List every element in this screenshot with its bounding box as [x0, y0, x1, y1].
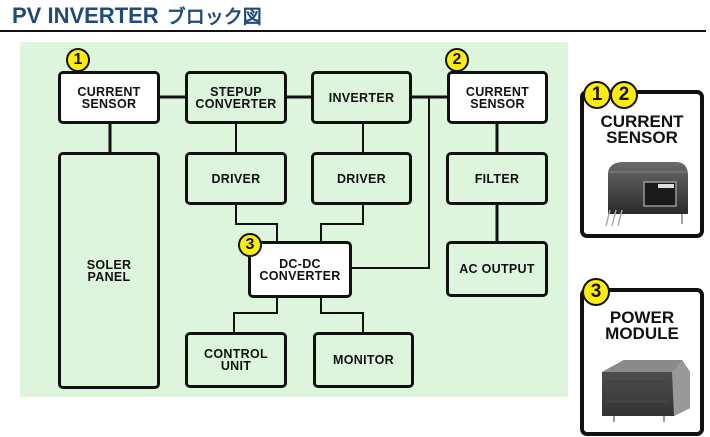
wire-dcdc-monitor	[320, 296, 364, 333]
block-label-line2: SENSOR	[81, 96, 137, 111]
wire-driver1-dcdc	[235, 203, 278, 242]
block-inverter: INVERTER	[311, 71, 412, 124]
block-label-line1: DC-DC	[279, 256, 321, 271]
wire-cs2-dcdc	[350, 97, 430, 269]
block-label-line1: FILTER	[474, 171, 520, 186]
badge-2: 2	[445, 48, 469, 72]
block-label-line1: DRIVER	[336, 171, 387, 186]
block-label-line2: UNIT	[220, 359, 252, 373]
block-label-line2: SENSOR	[470, 96, 525, 111]
title-text: PV INVERTER	[12, 3, 159, 28]
title-subtitle-jp: ブロック図	[166, 6, 262, 28]
wire-driver2-dcdc	[320, 203, 364, 242]
card-badge-1: 1	[583, 81, 611, 109]
card-current-sensor: CURRENT SENSOR	[580, 90, 704, 238]
card-title-line1: POWER	[609, 308, 675, 327]
block-label-line1: MONITOR	[333, 353, 394, 367]
page-title: PV INVERTER ブロック図	[12, 2, 262, 29]
card-badge-2: 2	[610, 81, 638, 109]
block-label-line1: DRIVER	[211, 171, 261, 186]
block-driver-1: DRIVER	[185, 152, 287, 205]
card-title-line2: SENSOR	[606, 128, 678, 147]
block-label-line1: SOLER	[86, 257, 132, 272]
block-label-line1: INVERTER	[328, 90, 395, 105]
block-label-line1: CONTROL	[204, 347, 268, 361]
block-label-line2: CONVERTER	[195, 96, 277, 111]
power-module-photo	[602, 360, 690, 422]
badge-1: 1	[66, 48, 90, 72]
block-label-line1: CURRENT	[77, 84, 141, 99]
block-label-line1: CURRENT	[465, 84, 530, 99]
card-title-line1: CURRENT	[600, 112, 684, 131]
block-label-line2: PANEL	[87, 269, 131, 284]
block-ac-output: AC OUTPUT	[446, 241, 548, 297]
block-label-line2: CONVERTER	[259, 268, 341, 283]
card-title-line2: MODULE	[605, 324, 679, 343]
block-filter: FILTER	[446, 152, 548, 205]
current-sensor-photo	[605, 162, 688, 227]
badge-3: 3	[238, 233, 262, 257]
wire-dcdc-control	[233, 296, 278, 333]
block-driver-2: DRIVER	[311, 152, 412, 205]
card-power-module: POWER MODULE	[580, 288, 704, 436]
block-label-line1: AC OUTPUT	[459, 262, 535, 276]
block-label-line1: STEPUP	[210, 84, 262, 99]
block-monitor: MONITOR	[313, 332, 414, 388]
card-badge-3: 3	[582, 278, 610, 306]
title-divider	[0, 30, 706, 32]
